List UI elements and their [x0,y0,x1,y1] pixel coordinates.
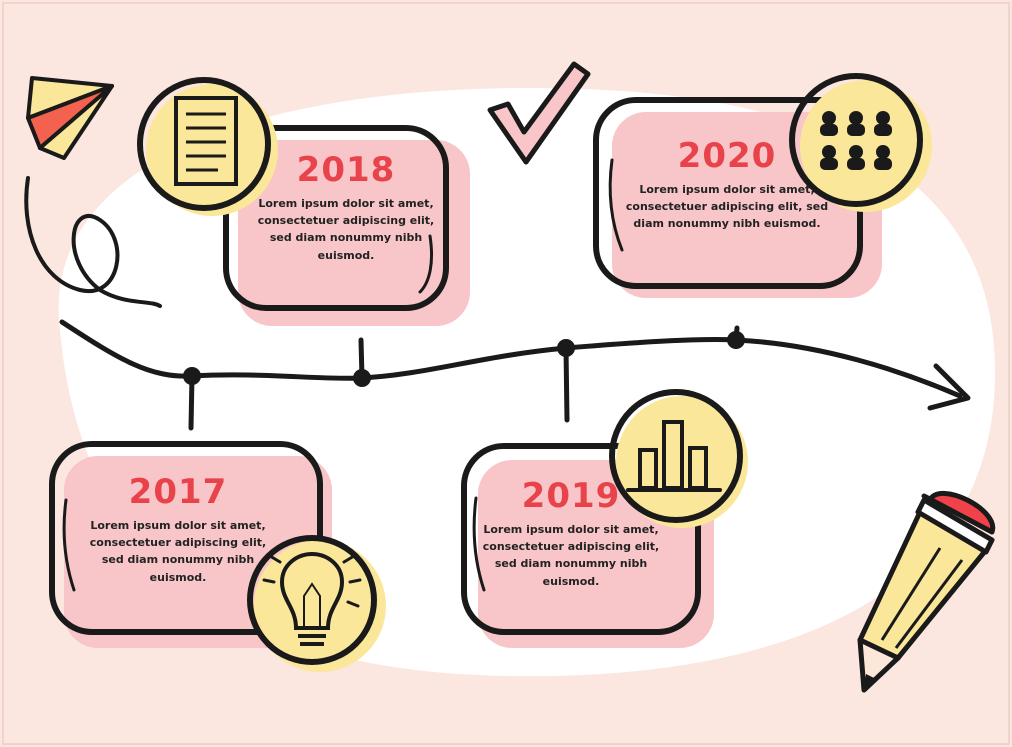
pencil-icon [857,491,996,693]
milestone-description: Lorem ipsum dolor sit amet, consectetuer… [257,197,435,262]
milestone-description: Lorem ipsum dolor sit amet, consectetuer… [625,183,829,231]
milestone-2020: 2020 Lorem ipsum dolor sit amet, consect… [624,136,830,233]
milestone-description: Lorem ipsum dolor sit amet, consectetuer… [89,519,267,584]
milestone-year: 2019 [521,476,621,516]
doodle-scribble [24,176,162,308]
timeline-dot-2017 [183,367,201,385]
timeline-dot-2019 [557,339,575,357]
lightbulb-icon [247,535,386,672]
milestone-2017: 2017 Lorem ipsum dolor sit amet, consect… [86,472,270,586]
connector-2019 [563,345,570,423]
bar-chart-icon [609,389,748,528]
timeline-dot-2020 [727,331,745,349]
checkmark-icon [487,61,591,165]
paper-plane-icon [26,76,114,160]
milestone-2019: 2019 Lorem ipsum dolor sit amet, consect… [482,476,660,590]
milestone-description: Lorem ipsum dolor sit amet, consectetuer… [482,523,660,588]
document-icon [137,77,278,216]
milestone-year: 2020 [677,136,777,176]
milestone-2018: 2018 Lorem ipsum dolor sit amet, consect… [256,150,436,264]
milestone-year: 2018 [296,150,396,190]
timeline-dot-2018 [353,369,371,387]
people-icon [789,73,932,212]
timeline-arrowhead [927,363,971,411]
milestone-year: 2017 [128,472,228,512]
card-2018 [223,125,470,326]
